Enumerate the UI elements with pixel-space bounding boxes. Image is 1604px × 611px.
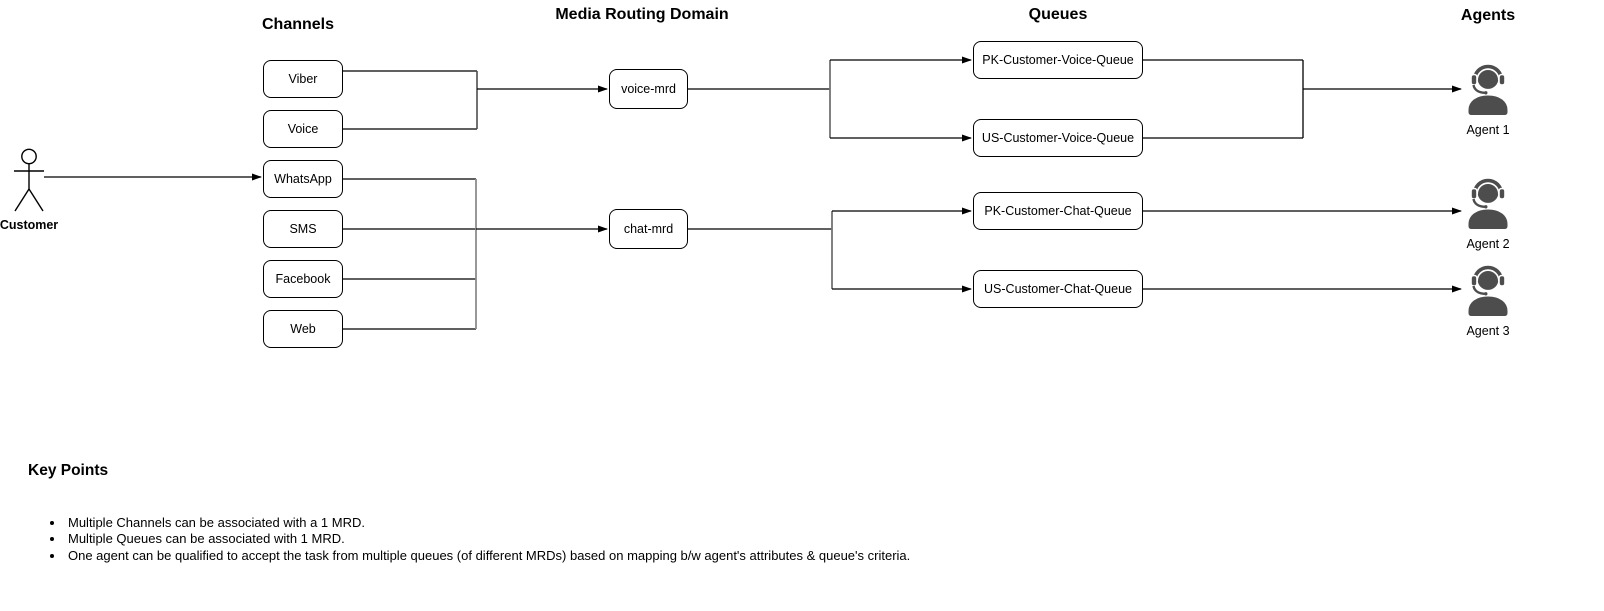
key-point-item: Multiple Channels can be associated with… <box>65 515 1165 531</box>
mrd-box-voice: voice-mrd <box>609 69 688 109</box>
mrd-box-chat: chat-mrd <box>609 209 688 249</box>
agent-headset-icon <box>1466 177 1510 230</box>
column-heading-media-routing-domain: Media Routing Domain <box>555 6 729 23</box>
key-points-title: Key Points <box>28 462 109 479</box>
connector-voicemrd-to-voice-queues <box>688 56 972 142</box>
agent-headset-icon <box>1466 264 1510 317</box>
key-point-item: Multiple Queues can be associated with 1… <box>65 531 1165 547</box>
connector-voice-queues-to-agent1 <box>1143 59 1462 139</box>
column-heading-agents: Agents <box>1460 7 1516 24</box>
queue-box-us-customer-chat: US-Customer-Chat-Queue <box>973 270 1143 308</box>
agent-label: Agent 1 <box>1466 123 1510 137</box>
channel-box-voice: Voice <box>263 110 343 148</box>
connector-chat-channels-to-chatmrd <box>343 178 608 330</box>
queue-box-pk-customer-voice: PK-Customer-Voice-Queue <box>973 41 1143 79</box>
customer-actor: Customer <box>0 147 58 232</box>
agent-label: Agent 2 <box>1466 237 1510 251</box>
agent-label: Agent 3 <box>1466 324 1510 338</box>
connector-chatmrd-to-chat-queues <box>688 207 972 293</box>
key-point-item: One agent can be qualified to accept the… <box>65 548 1165 564</box>
connector-voice-channels-to-voicemrd <box>343 70 608 130</box>
column-heading-channels: Channels <box>261 16 335 33</box>
customer-label: Customer <box>0 218 59 232</box>
agent-2: Agent 2 <box>1448 174 1528 251</box>
queue-box-pk-customer-chat: PK-Customer-Chat-Queue <box>973 192 1143 230</box>
column-heading-queues: Queues <box>1028 6 1088 23</box>
customer-actor-icon <box>14 148 44 212</box>
agent-3: Agent 3 <box>1448 261 1528 338</box>
queue-box-us-customer-voice: US-Customer-Voice-Queue <box>973 119 1143 157</box>
key-points-list: Multiple Channels can be associated with… <box>50 515 1165 564</box>
agent-headset-icon <box>1466 63 1510 116</box>
channel-box-web: Web <box>263 310 343 348</box>
channel-box-whatsapp: WhatsApp <box>263 160 343 198</box>
agent-1: Agent 1 <box>1448 60 1528 137</box>
channel-box-viber: Viber <box>263 60 343 98</box>
channel-box-sms: SMS <box>263 210 343 248</box>
channel-box-facebook: Facebook <box>263 260 343 298</box>
